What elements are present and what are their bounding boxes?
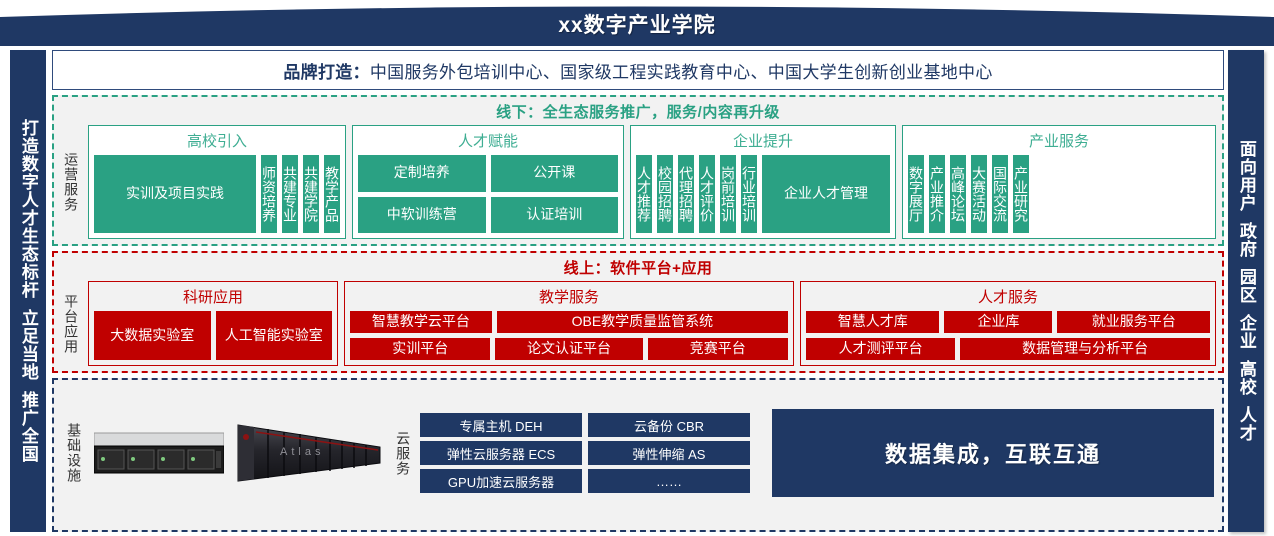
tile[interactable]: 师资培养 — [261, 155, 277, 233]
tile[interactable]: 大赛活动 — [971, 155, 987, 233]
left-rail-line-3: 推广全国 — [18, 391, 38, 463]
tile[interactable]: 企业人才管理 — [762, 155, 890, 233]
cloud-service-chips: 专属主机 DEH 云备份 CBR 弹性云服务器 ECS 弹性伸缩 AS GPU加… — [420, 413, 750, 493]
tile[interactable]: 教学产品 — [324, 155, 340, 233]
group-college-introduction: 高校引入 实训及项目实践 师资培养 共建专业 共建学院 教学产品 — [88, 125, 346, 239]
group-teaching-service: 教学服务 智慧教学云平台 OBE教学质量监管系统 实训平台 论文认证平台 竞赛平… — [344, 281, 794, 366]
tile[interactable]: 大数据实验室 — [94, 311, 211, 360]
page-title: xx数字产业学院 — [558, 14, 716, 37]
cloud-service-label: 云服务 — [395, 430, 412, 476]
right-rail: 面向用户 政府 园区 企业 高校 人才 — [1228, 50, 1264, 532]
tile[interactable]: 公开课 — [490, 155, 618, 192]
brand-text: 品牌打造：中国服务外包培训中心、国家级工程实践教育中心、中国大学生创新创业基地中… — [283, 58, 992, 83]
group-title: 科研应用 — [182, 289, 243, 306]
tile[interactable]: 就业服务平台 — [1057, 311, 1210, 333]
right-rail-line-5: 高校 — [1236, 360, 1256, 396]
tile[interactable]: 实训及项目实践 — [94, 155, 256, 233]
tile[interactable]: 岗前培训 — [720, 155, 736, 233]
right-rail-line-6: 人才 — [1236, 406, 1256, 442]
left-rail: 打造数字人才生态标杆 立足当地 推广全国 — [10, 50, 46, 532]
tile[interactable]: 认证培训 — [490, 196, 618, 233]
tile[interactable]: 论文认证平台 — [495, 338, 643, 360]
group-talent-empowerment: 人才赋能 定制培养 公开课 中软训练营 认证培训 — [352, 125, 624, 239]
group-title: 教学服务 — [538, 289, 599, 306]
tile[interactable]: 校园招聘 — [657, 155, 673, 233]
offline-side-label: 运营服务 — [63, 152, 80, 212]
group-title: 产业服务 — [1028, 133, 1089, 150]
brand-strip: 品牌打造：中国服务外包培训中心、国家级工程实践教育中心、中国大学生创新创业基地中… — [52, 50, 1224, 90]
right-rail-line-3: 园区 — [1236, 268, 1256, 304]
header-banner: xx数字产业学院 — [0, 0, 1274, 46]
cloud-chip[interactable]: 弹性伸缩 AS — [588, 441, 750, 465]
group-title: 人才赋能 — [457, 133, 518, 150]
rack-server-icon — [94, 432, 224, 474]
tile[interactable]: OBE教学质量监管系统 — [496, 311, 788, 333]
tile[interactable]: 人才测评平台 — [806, 338, 956, 360]
right-rail-line-2: 政府 — [1236, 222, 1256, 258]
server-images: Atlas — [94, 385, 384, 521]
tile[interactable]: 共建学院 — [303, 155, 319, 233]
cloud-chip[interactable]: 专属主机 DEH — [420, 413, 582, 437]
tile[interactable]: 高峰论坛 — [950, 155, 966, 233]
cloud-chip[interactable]: 云备份 CBR — [588, 413, 750, 437]
online-band: 线上：软件平台+应用 平台应用 科研应用 大数据实验室 人工智能实验室 教学服务 — [52, 251, 1224, 373]
group-title: 高校引入 — [186, 133, 247, 150]
cloud-chip[interactable]: …… — [588, 469, 750, 493]
tile[interactable]: 行业培训 — [741, 155, 757, 233]
tile[interactable]: 竞赛平台 — [647, 338, 788, 360]
data-integration-banner: 数据集成，互联互通 — [772, 409, 1214, 497]
main-column: 品牌打造：中国服务外包培训中心、国家级工程实践教育中心、中国大学生创新创业基地中… — [52, 50, 1224, 532]
tile[interactable]: 数字展厅 — [908, 155, 924, 233]
left-rail-line-2: 立足当地 — [18, 309, 38, 381]
brand-label: 品牌打造： — [283, 62, 370, 82]
right-rail-line-4: 企业 — [1236, 314, 1256, 350]
tile[interactable]: 代理招聘 — [678, 155, 694, 233]
left-rail-line-1: 打造数字人才生态标杆 — [18, 119, 38, 299]
cloud-chip[interactable]: 弹性云服务器 ECS — [420, 441, 582, 465]
brand-body: 中国服务外包培训中心、国家级工程实践教育中心、中国大学生创新创业基地中心 — [369, 62, 993, 82]
tile[interactable]: 国际交流 — [992, 155, 1008, 233]
group-enterprise-upgrade: 企业提升 人才推荐 校园招聘 代理招聘 人才评价 岗前培训 行业培训 企业人才管… — [630, 125, 896, 239]
tile[interactable]: 实训平台 — [350, 338, 491, 360]
svg-text:Atlas: Atlas — [280, 446, 324, 458]
online-band-title: 线上：软件平台+应用 — [563, 260, 713, 277]
group-title: 人才服务 — [977, 289, 1038, 306]
tile[interactable]: 产业推介 — [929, 155, 945, 233]
group-industry-service: 产业服务 数字展厅 产业推介 高峰论坛 大赛活动 国际交流 产业研究 — [902, 125, 1216, 239]
cloud-chip[interactable]: GPU加速云服务器 — [420, 469, 582, 493]
header-banner-shape — [0, 6, 1274, 46]
tile[interactable]: 中软训练营 — [358, 196, 486, 233]
group-talent-service: 人才服务 智慧人才库 企业库 就业服务平台 人才测评平台 数据管理与分析平台 — [800, 281, 1216, 366]
tile[interactable]: 定制培养 — [358, 155, 486, 192]
right-rail-line-1: 面向用户 — [1236, 140, 1256, 212]
tile[interactable]: 人工智能实验室 — [215, 311, 332, 360]
infrastructure-band: 基础设施 — [52, 378, 1224, 532]
online-side-label: 平台应用 — [63, 293, 80, 354]
offline-band: 线下：全生态服务推广，服务/内容再升级 运营服务 高校引入 实训及项目实践 师资… — [52, 95, 1224, 246]
tile[interactable]: 企业库 — [944, 311, 1053, 333]
group-title: 企业提升 — [732, 133, 793, 150]
group-research-application: 科研应用 大数据实验室 人工智能实验室 — [88, 281, 338, 366]
tile[interactable]: 人才推荐 — [636, 155, 652, 233]
atlas-cluster-icon: Atlas — [237, 424, 381, 482]
tile[interactable]: 共建专业 — [282, 155, 298, 233]
tile[interactable]: 人才评价 — [699, 155, 715, 233]
infrastructure-side-label: 基础设施 — [66, 423, 83, 483]
offline-band-title: 线下：全生态服务推广，服务/内容再升级 — [496, 104, 780, 121]
tile[interactable]: 智慧人才库 — [806, 311, 940, 333]
tile[interactable]: 数据管理与分析平台 — [960, 338, 1210, 360]
tile[interactable]: 智慧教学云平台 — [350, 311, 492, 333]
tile[interactable]: 产业研究 — [1013, 155, 1029, 233]
